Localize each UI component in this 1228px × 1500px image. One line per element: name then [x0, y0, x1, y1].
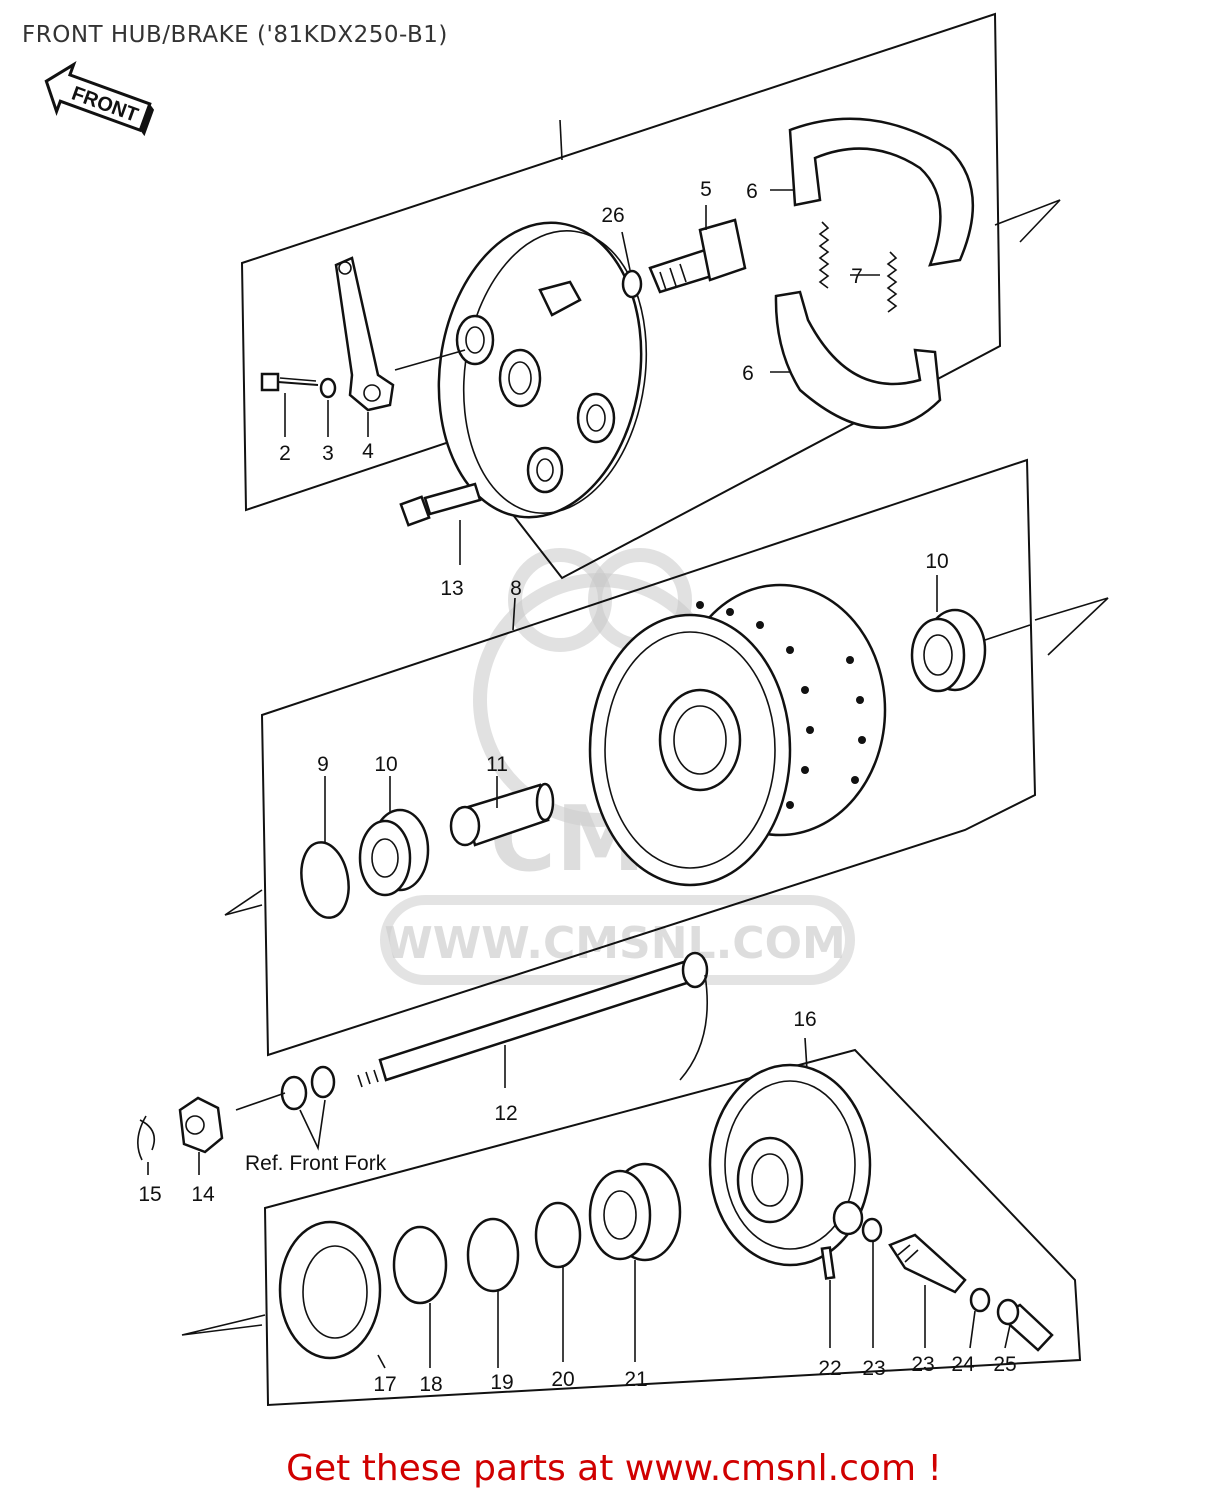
part-label-6-upper: 6 [746, 180, 758, 203]
part-2-bolt [260, 372, 319, 392]
part-label-22: 22 [818, 1357, 841, 1380]
page-title: FRONT HUB/BRAKE ('81KDX250-B1) [22, 22, 448, 48]
part-label-10-left: 10 [374, 753, 397, 776]
part-label-7: 7 [851, 265, 863, 288]
fork-washer-1 [280, 1075, 308, 1111]
fork-washer-2 [310, 1065, 336, 1099]
part-label-11: 11 [486, 753, 508, 776]
part-label-8: 8 [510, 577, 522, 600]
brake-panel-disc [437, 221, 648, 519]
part-label-6-lower: 6 [742, 362, 754, 385]
part-label-24: 23 [911, 1353, 934, 1376]
part-18-circlip [392, 1225, 448, 1305]
part-label-16: 16 [793, 1008, 816, 1031]
part-6-brake-shoe-upper [788, 117, 975, 267]
part-3-washer [319, 377, 337, 399]
part-25-bushing [996, 1298, 1054, 1352]
part-15-cotter-pin [137, 1115, 156, 1161]
part-label-14: 14 [191, 1183, 215, 1206]
part-label-21: 21 [624, 1368, 647, 1391]
part-label-18: 18 [419, 1373, 442, 1396]
part-10-bearing-right [910, 608, 1031, 693]
part-label-19: 19 [490, 1371, 513, 1394]
part-label-9: 9 [317, 753, 329, 776]
part-label-20: 20 [551, 1368, 574, 1391]
part-22-pin [820, 1246, 836, 1280]
part-12-axle [357, 951, 709, 1088]
part-23-washer-1 [861, 1217, 883, 1243]
part-label-25: 25 [993, 1353, 1016, 1376]
part-5-brake-camshaft [648, 218, 747, 294]
front-arrow-icon: FRONT [44, 61, 155, 137]
part-label-3: 3 [322, 442, 334, 465]
part-label-15: 15 [138, 1183, 161, 1206]
part-label-23-left: 23 [862, 1357, 885, 1380]
part-label-5: 5 [700, 178, 712, 201]
part-19-washer [466, 1217, 520, 1293]
part-26-o-ring [621, 269, 643, 299]
leader-lines [147, 189, 1011, 1369]
part-17-grease-seal [278, 1220, 382, 1360]
part-20-retainer [534, 1201, 582, 1269]
part-10-bearing-left [358, 808, 430, 897]
part-8-front-hub [588, 583, 887, 887]
part-24-speedometer-pinion [888, 1233, 967, 1294]
brake-panel-outline [240, 12, 1002, 580]
part-23-washer-2 [969, 1287, 991, 1313]
part-label-13: 13 [440, 577, 463, 600]
part-label-2: 2 [279, 442, 291, 465]
part-6-brake-shoe-lower [774, 290, 942, 429]
part-16-speedometer-gear-housing [708, 1063, 872, 1267]
part-13-bolt [399, 482, 482, 565]
part-21-speedometer-gear [588, 1162, 682, 1262]
part-9-circlip [300, 841, 350, 919]
part-11-spacer [449, 782, 555, 847]
footer-cta-link[interactable]: Get these parts at www.cmsnl.com ! [286, 1448, 942, 1489]
part-label-17: 17 [373, 1373, 396, 1396]
part-label-4: 4 [362, 440, 374, 463]
part-label-23-right: 24 [951, 1353, 975, 1376]
part-label-12: 12 [494, 1102, 517, 1125]
hub-panel-outline [260, 458, 1037, 1057]
part-4-brake-cam-lever [334, 256, 466, 412]
part-14-axle-nut [178, 1096, 224, 1154]
part-label-26: 26 [601, 204, 624, 227]
ref-front-fork-note: Ref. Front Fork [245, 1152, 387, 1175]
part-label-10-right: 10 [925, 550, 948, 573]
part-7-shoe-springs [818, 221, 898, 313]
exploded-parts-diagram: CMS WWW.CMSNL.COM FRONT [44, 12, 1109, 1407]
